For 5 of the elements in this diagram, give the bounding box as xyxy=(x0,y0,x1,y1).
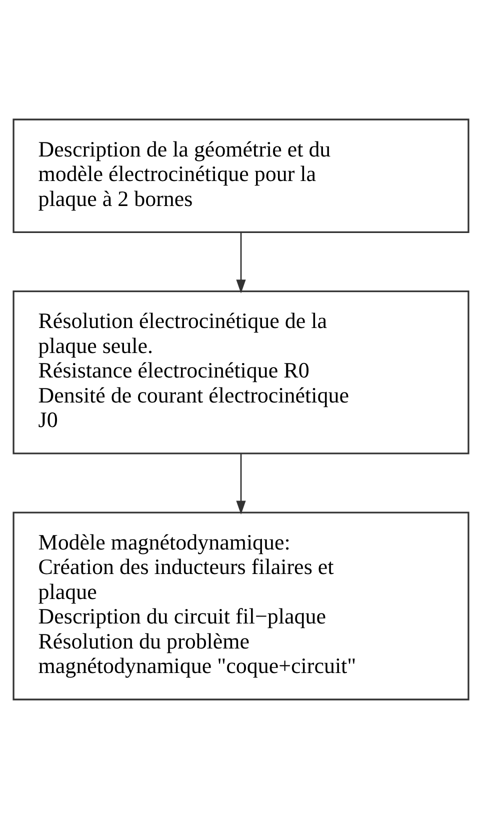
node-box: Résolution électrocinétique de la plaque seule. Résistance électrocinétique R0 Densité de courant électrocinétique J0 xyxy=(12,290,470,454)
arrow xyxy=(236,453,246,514)
arrow xyxy=(236,232,246,293)
node-box: Description de la géométrie et du modèle électrocinétique pour la plaque à 2 bornes xyxy=(12,118,470,233)
node-box: Modèle magnétodynamique: Création des inducteurs filaires et plaque Description du circuit fil−plaque Résolution du problème magnétodynamique "coque+circuit" xyxy=(12,511,470,700)
